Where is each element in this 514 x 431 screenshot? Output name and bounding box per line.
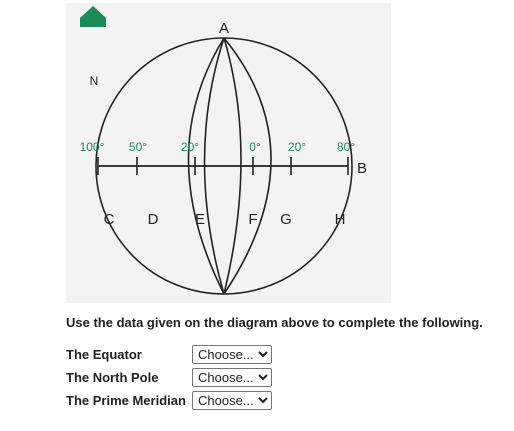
meridian-letter: H	[335, 211, 346, 228]
meridian-line-d	[187, 37, 225, 295]
degree-label: 0°	[249, 140, 261, 154]
meridian-line-f	[223, 37, 242, 295]
parallel-ticks	[97, 157, 349, 175]
north-pole-select[interactable]: Choose...	[192, 367, 272, 387]
degree-label: 50°	[129, 140, 147, 154]
prime-meridian-select[interactable]: Choose...	[192, 390, 272, 410]
globe-diagram: N A B 100° 50° 20° 0° 20° 80° C D E F	[66, 3, 391, 303]
question-row-equator: The Equator Choose...	[66, 344, 272, 364]
meridian-letter: C	[104, 211, 115, 228]
degree-label: 20°	[288, 140, 306, 154]
equator-select[interactable]: Choose...	[192, 344, 272, 364]
meridian-line-g	[223, 37, 272, 295]
degree-label: 100°	[80, 140, 105, 154]
meridian-letter: F	[248, 211, 257, 228]
question-label: The Prime Meridian	[66, 392, 186, 408]
question-label: The Equator	[66, 346, 142, 362]
meridian-letter: E	[195, 211, 205, 228]
degree-label: 80°	[337, 140, 355, 154]
meridian-letter: D	[148, 211, 159, 228]
north-label: N	[90, 74, 99, 88]
question-label: The North Pole	[66, 369, 159, 385]
pole-label-a: A	[219, 20, 229, 37]
instructions-text: Use the data given on the diagram above …	[66, 315, 483, 330]
meridian-line-e	[203, 37, 225, 295]
question-row-prime-meridian: The Prime Meridian Choose...	[66, 390, 272, 410]
parallel-label-b: B	[357, 160, 367, 177]
question-row-north-pole: The North Pole Choose...	[66, 367, 272, 387]
globe-diagram-svg: N A B 100° 50° 20° 0° 20° 80° C D E F	[80, 6, 367, 295]
degree-label: 20°	[181, 140, 199, 154]
meridian-letter: G	[280, 211, 292, 228]
north-arrow-icon	[80, 6, 106, 27]
